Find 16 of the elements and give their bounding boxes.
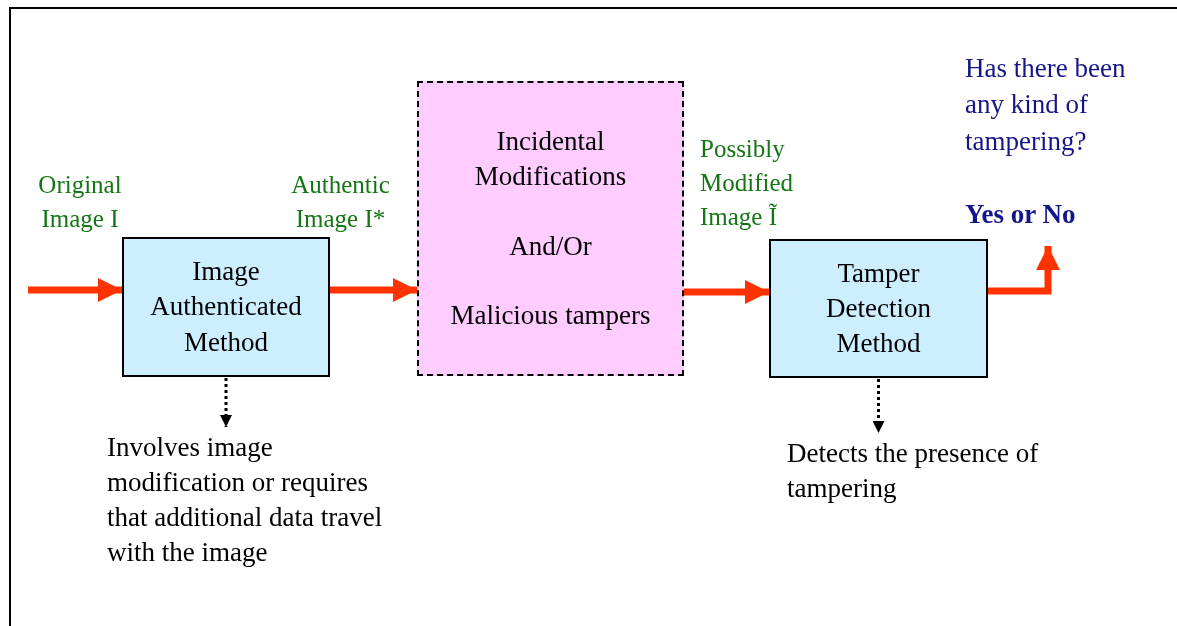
process-box — [769, 239, 988, 378]
note-text: Detects the presence of tampering — [787, 437, 1040, 506]
dotted-arrow — [220, 378, 232, 427]
box-label: Image Authenticated Method — [149, 255, 303, 359]
box-label: Incidental Modifications — [473, 125, 628, 194]
arrow — [330, 278, 417, 302]
arrow — [684, 280, 769, 304]
box-label: Malicious tampers — [450, 298, 651, 332]
answer-text: Yes or No — [965, 198, 1077, 231]
dotted-arrow — [872, 379, 885, 433]
note-text: Involves image modification or requires that additional data travel with the image — [107, 431, 384, 570]
process-box — [122, 237, 330, 377]
box-label: And/Or — [509, 229, 592, 263]
dashed-process-box — [417, 81, 684, 376]
question-text: Has there been any kind of tampering? — [965, 52, 1127, 158]
box-label: Tamper Detection Method — [825, 256, 932, 361]
